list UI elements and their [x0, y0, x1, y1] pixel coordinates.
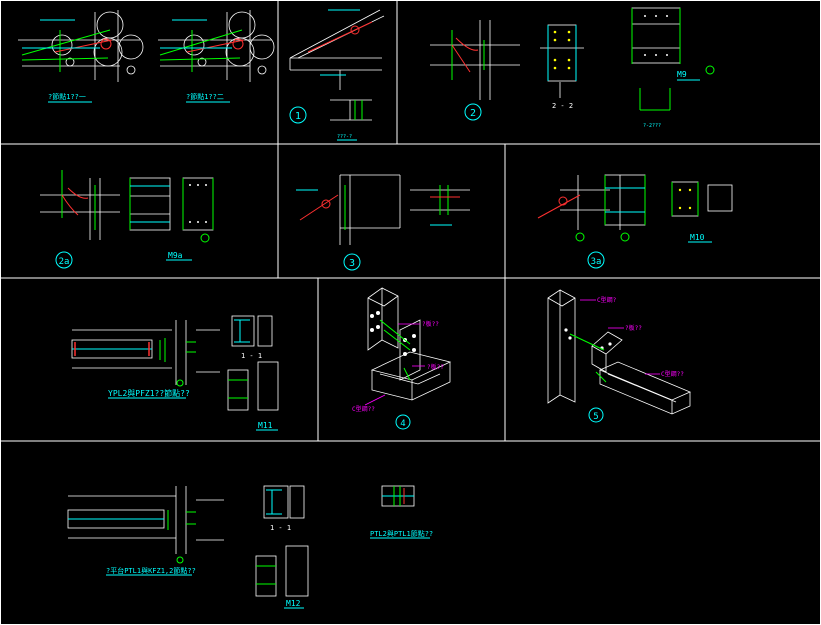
- platform-detail-title: ?平台PTL1與KFZ1,2節點??: [106, 566, 196, 575]
- beam-m-label: M11: [258, 421, 273, 430]
- beam-section-label: 1 - 1: [241, 352, 262, 360]
- detail-3a-m-label: M10: [690, 233, 705, 242]
- panel-1-title-b: ?節點1??二: [186, 92, 224, 101]
- detail-3a-callout: [587, 251, 605, 269]
- panel-7-beam-detail: YPL2與PFZ1??節點?? 1 - 1 M11: [71, 315, 279, 431]
- panel-6-detail-3a: 3a M10: [537, 174, 733, 269]
- iso4-label-1: ?板??: [422, 320, 439, 328]
- iso5-number: 5: [593, 412, 598, 422]
- panel-10-platform-detail: ?平台PTL1與KFZ1,2節點?? 1 - 1 M12 PTL2與PTL1節點…: [67, 485, 433, 609]
- detail-3-number: 3: [349, 258, 355, 269]
- iso4-label-3: C型鋼??: [352, 405, 375, 413]
- detail-2a-callout: [55, 251, 73, 269]
- iso5-label-2: ?板??: [625, 324, 642, 332]
- detail-1-caption: ???-?: [337, 134, 352, 140]
- panel-8-isometric-4: ?板?? ?板?? C型鋼?? 4: [352, 287, 452, 430]
- beam-detail-title: YPL2與PFZ1??節點??: [108, 388, 190, 398]
- detail-3-callout: [343, 253, 361, 271]
- detail-1-number: 1: [295, 111, 301, 122]
- detail-2-sublabel: ?-2???: [643, 123, 661, 129]
- panel-1-title-a: ?節點1??一: [48, 92, 86, 101]
- platform-detail-title-b: PTL2與PTL1節點??: [370, 529, 433, 538]
- iso5-label-1: C型鋼?: [597, 296, 617, 304]
- detail-3a-number: 3a: [591, 257, 602, 267]
- detail-2-number: 2: [470, 108, 476, 119]
- iso5-callout: [588, 407, 604, 423]
- panel-5-detail-3: 3: [296, 174, 470, 271]
- panel-3-detail-2: 2 2 - 2 ?-2??? M9: [430, 7, 715, 129]
- iso4-number: 4: [400, 419, 405, 429]
- iso4-label-2: ?板??: [427, 363, 444, 371]
- panel-1-node-details: ?節點1??一 ?節點1??二: [18, 10, 275, 103]
- detail-2a-m-label: M9a: [168, 251, 183, 260]
- detail-1-callout: [289, 106, 307, 124]
- detail-2a-number: 2a: [59, 257, 70, 267]
- platform-section-label: 1 - 1: [270, 524, 291, 532]
- iso5-label-3: C型鋼??: [661, 370, 684, 378]
- panel-2-detail-1: 1 ???-?: [289, 9, 385, 141]
- platform-m-label: M12: [286, 599, 301, 608]
- detail-2-section: 2 - 2: [552, 102, 573, 110]
- detail-2-m-label: M9: [677, 70, 687, 79]
- iso4-callout: [395, 414, 411, 430]
- panel-9-isometric-5: C型鋼? ?板?? C型鋼?? 5: [547, 289, 692, 423]
- panel-4-detail-2a: 2a M9a: [40, 170, 214, 269]
- detail-2-callout: [464, 103, 482, 121]
